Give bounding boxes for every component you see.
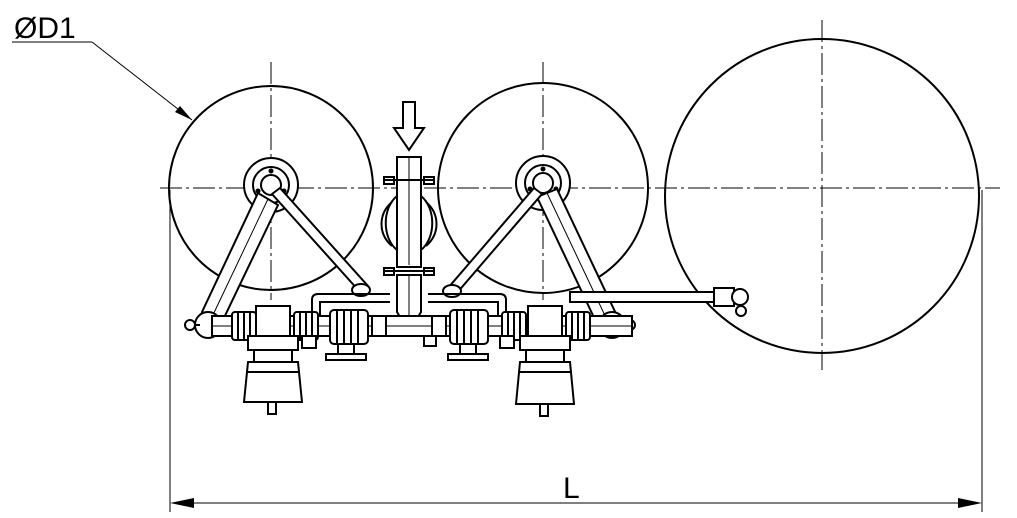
right-drum bbox=[664, 38, 980, 354]
length-dimension: L bbox=[170, 472, 982, 508]
left-valves bbox=[231, 309, 387, 361]
central-column bbox=[380, 101, 438, 334]
length-label: L bbox=[563, 472, 580, 505]
middle-drum bbox=[437, 82, 649, 294]
extension-lines bbox=[169, 190, 983, 512]
right-valves bbox=[423, 309, 591, 361]
diameter-callout: ØD1 bbox=[12, 12, 193, 121]
drums bbox=[168, 38, 980, 354]
left-motor bbox=[242, 305, 304, 415]
left-drum bbox=[168, 85, 374, 291]
diameter-label: ØD1 bbox=[14, 12, 76, 45]
middle-motor bbox=[514, 305, 576, 417]
